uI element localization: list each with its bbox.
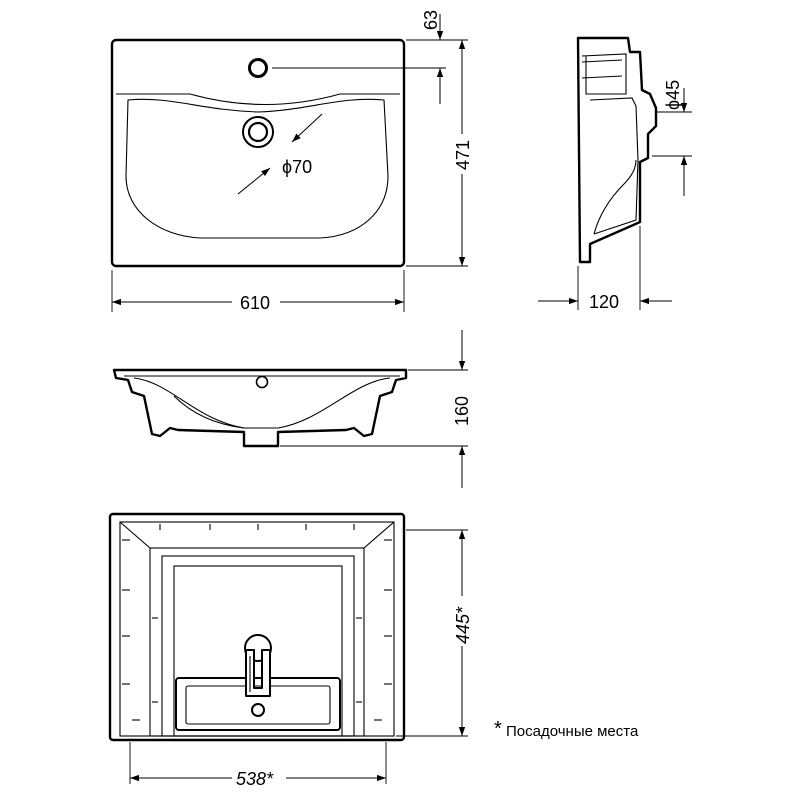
front-view: 160 — [112, 330, 472, 488]
drain-diameter-label: ϕ70 — [282, 157, 312, 177]
side-inner-wall — [589, 97, 639, 235]
side-deck-line — [581, 59, 623, 63]
dim-45-label: ϕ45 — [663, 80, 683, 110]
bottom-view: 445* 538* — [108, 512, 474, 789]
dim-120-label: 120 — [589, 292, 619, 312]
dim-610-gap — [232, 290, 280, 312]
footnote: * Посадочные места — [494, 718, 639, 740]
dim-471-gap — [452, 134, 472, 174]
bottom-siphon — [245, 649, 271, 697]
dim-471-label: 471 — [453, 140, 473, 170]
top-ticks — [159, 524, 355, 530]
dim-538-gap — [232, 766, 286, 788]
drain-leader — [291, 113, 323, 143]
bottom-overflow-hole — [251, 703, 265, 717]
side-inner-curve — [593, 159, 637, 235]
dim-538-label: 538* — [236, 769, 274, 789]
bevel-tr — [363, 521, 395, 549]
side-deck-line-2 — [581, 75, 623, 79]
dim-445-label: 445* — [453, 606, 473, 644]
footnote-text: Посадочные места — [506, 723, 639, 740]
basin-outline — [125, 98, 389, 239]
bottom-overflow-inner — [185, 685, 331, 725]
back-deck-line — [116, 93, 400, 105]
drain-inner — [247, 121, 269, 143]
side-view: ϕ45 120 — [538, 36, 692, 312]
front-bowl-inner — [173, 395, 245, 429]
side-inner-deck — [581, 53, 627, 95]
dim-445-gap — [452, 596, 474, 646]
side-view-outline — [576, 36, 658, 264]
front-view-outline — [112, 368, 408, 448]
bottom-inner-frame-4 — [173, 565, 343, 737]
top-view: ϕ70 63 471 610 — [110, 10, 473, 313]
dim-610-label: 610 — [240, 293, 270, 313]
front-bowl-curve — [133, 377, 391, 429]
bevel-tl — [119, 521, 151, 549]
right-ticks — [356, 539, 392, 721]
front-faucet-hole — [255, 375, 269, 389]
dim-63-label: 63 — [421, 10, 441, 30]
footnote-marker: * — [494, 718, 502, 740]
left-ticks — [122, 539, 158, 721]
faucet-hole — [248, 58, 268, 78]
dim-160-label: 160 — [452, 396, 472, 426]
drain-leader-2 — [237, 167, 271, 195]
